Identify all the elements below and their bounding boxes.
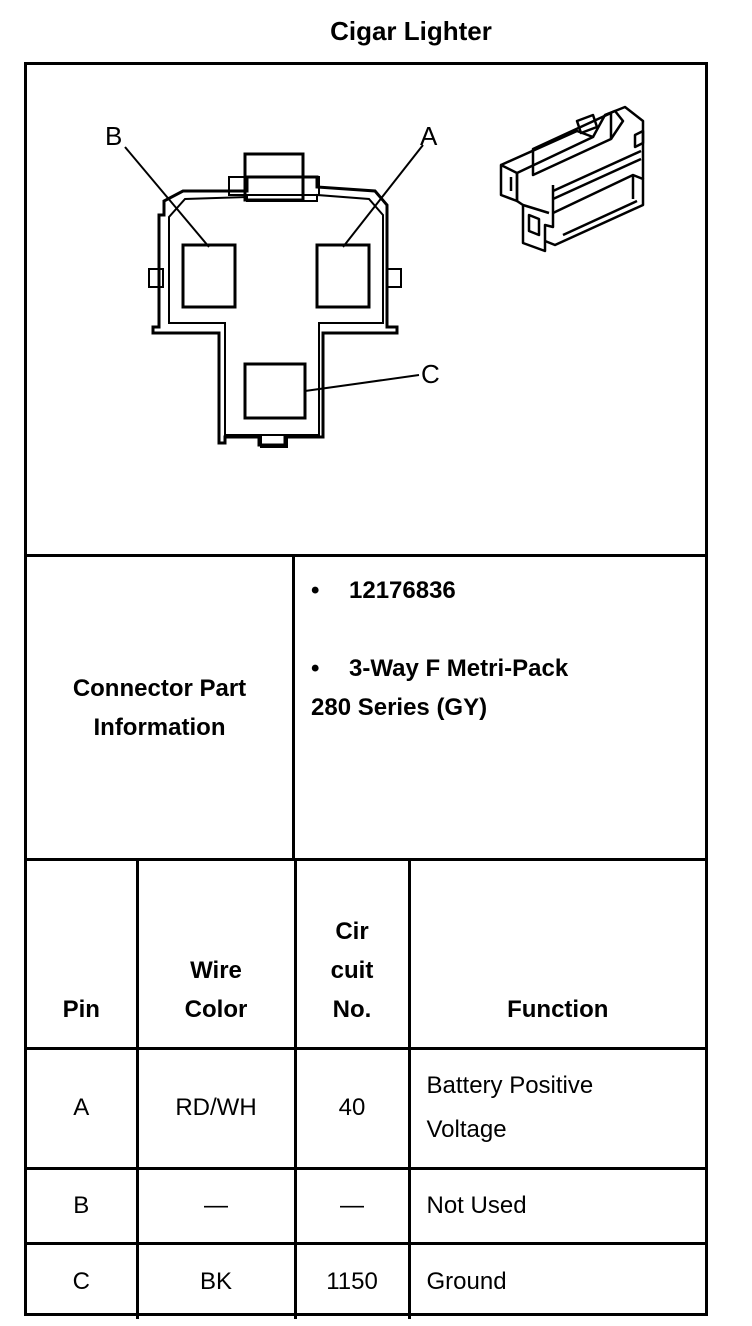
part-number-item: • 12176836 <box>311 571 456 610</box>
connector-diagram: B A C <box>27 65 705 557</box>
connector-sheet: B A C <box>24 62 708 1319</box>
pin-cell: C <box>27 1241 139 1319</box>
connector-part-label-line2: Information <box>93 713 226 741</box>
page-title: Cigar Lighter <box>330 16 492 46</box>
wire-color-cell: BK <box>135 1241 297 1319</box>
pin-label-c: C <box>421 359 440 389</box>
function-cell: Battery Positive Voltage <box>407 1046 705 1170</box>
header-wire-color: Wire Color <box>135 861 297 1050</box>
part-number: 12176836 <box>349 577 456 604</box>
function-cell: Not Used <box>407 1166 705 1245</box>
connector-3d-view-icon <box>499 105 645 253</box>
header-circuit-no: Cir cuit No. <box>293 861 411 1050</box>
pin-label-b: B <box>105 121 122 151</box>
bullet-icon: • <box>311 577 320 604</box>
connector-description-line1: 3-Way F Metri-Pack <box>349 655 569 682</box>
pin-cell: A <box>27 1046 139 1170</box>
pin-table-header: Pin Wire Color Cir cuit No. Function <box>27 861 705 1050</box>
header-pin: Pin <box>27 861 139 1050</box>
circuit-cell: — <box>293 1166 411 1245</box>
connector-description-line2: 280 Series (GY) <box>311 694 488 721</box>
connector-part-info-row: Connector Part Information • 12176836 • 3-… <box>27 557 705 861</box>
circuit-cell: 40 <box>293 1046 411 1170</box>
pin-cell: B <box>27 1166 139 1245</box>
header-function: Function <box>407 861 705 1050</box>
wire-color-cell: RD/WH <box>135 1046 297 1170</box>
pin-label-a: A <box>420 121 438 151</box>
table-row: C BK 1150 Ground <box>27 1241 705 1319</box>
bullet-icon: • <box>311 655 320 682</box>
connector-part-label-line1: Connector Part <box>72 674 247 702</box>
wire-color-cell: — <box>135 1166 297 1245</box>
connector-part-info-value: • 12176836 • 3-Way F Metri-Pack 280 Series… <box>295 557 705 858</box>
table-row: B — — Not Used <box>27 1166 705 1245</box>
pin-table: Pin Wire Color Cir cuit No. Function A R… <box>27 861 705 1319</box>
connector-description-item: • 3-Way F Metri-Pack <box>311 649 568 688</box>
connector-part-info-label: Connector Part Information <box>27 557 295 858</box>
table-row: A RD/WH 40 Battery Positive Voltage <box>27 1046 705 1170</box>
connector-face-view-icon: B A C <box>105 121 440 448</box>
function-cell: Ground <box>407 1241 705 1319</box>
circuit-cell: 1150 <box>293 1241 411 1319</box>
